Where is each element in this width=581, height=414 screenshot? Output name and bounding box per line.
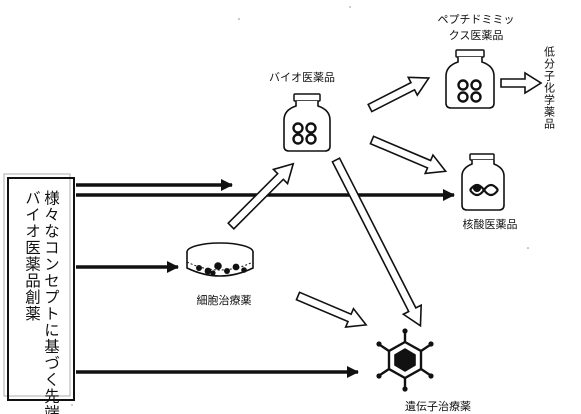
arrow-bio-to-peptide: [367, 76, 431, 113]
vial-peptide: [445, 49, 495, 109]
arrow-cell-to-gene: [295, 291, 368, 329]
source-box: 様々なコンセプトに基づく先端 バイオ医薬品創薬: [3, 173, 75, 414]
virus-icon: [376, 328, 434, 392]
vial-bio: [283, 93, 331, 152]
source-arrows: [76, 179, 455, 378]
label-peptide-line1: ペプチドミミッ: [438, 13, 515, 26]
label-bio: バイオ医薬品: [269, 71, 335, 84]
vial-nucleic: [461, 153, 505, 211]
label-gene: 遺伝子治療薬: [405, 399, 471, 413]
label-peptide-line2: クス医薬品: [449, 29, 504, 42]
scan-noise: [71, 6, 529, 406]
petri-dish-cells-icon: [186, 242, 254, 277]
arrow-bio-to-gene: [331, 157, 423, 328]
label-small-molecule: 低分子化学薬品: [543, 46, 556, 130]
vial-with-pills-icon: [292, 122, 317, 145]
label-cell: 細胞治療薬: [197, 293, 252, 307]
arrow-cell-to-bio: [227, 162, 295, 230]
label-nucleic: 核酸医薬品: [463, 217, 518, 231]
arrow-peptide-to-small-molecule: [500, 71, 543, 95]
arrow-bio-to-nucleic: [369, 135, 448, 175]
vial-with-pills-icon: [457, 79, 482, 103]
vial-with-helix-icon: [469, 183, 499, 197]
source-box-text-line2: バイオ医薬品創薬: [23, 190, 41, 322]
source-box-text-line1: 様々なコンセプトに基づく先端: [42, 190, 60, 414]
hollow-arrows: [227, 71, 543, 329]
